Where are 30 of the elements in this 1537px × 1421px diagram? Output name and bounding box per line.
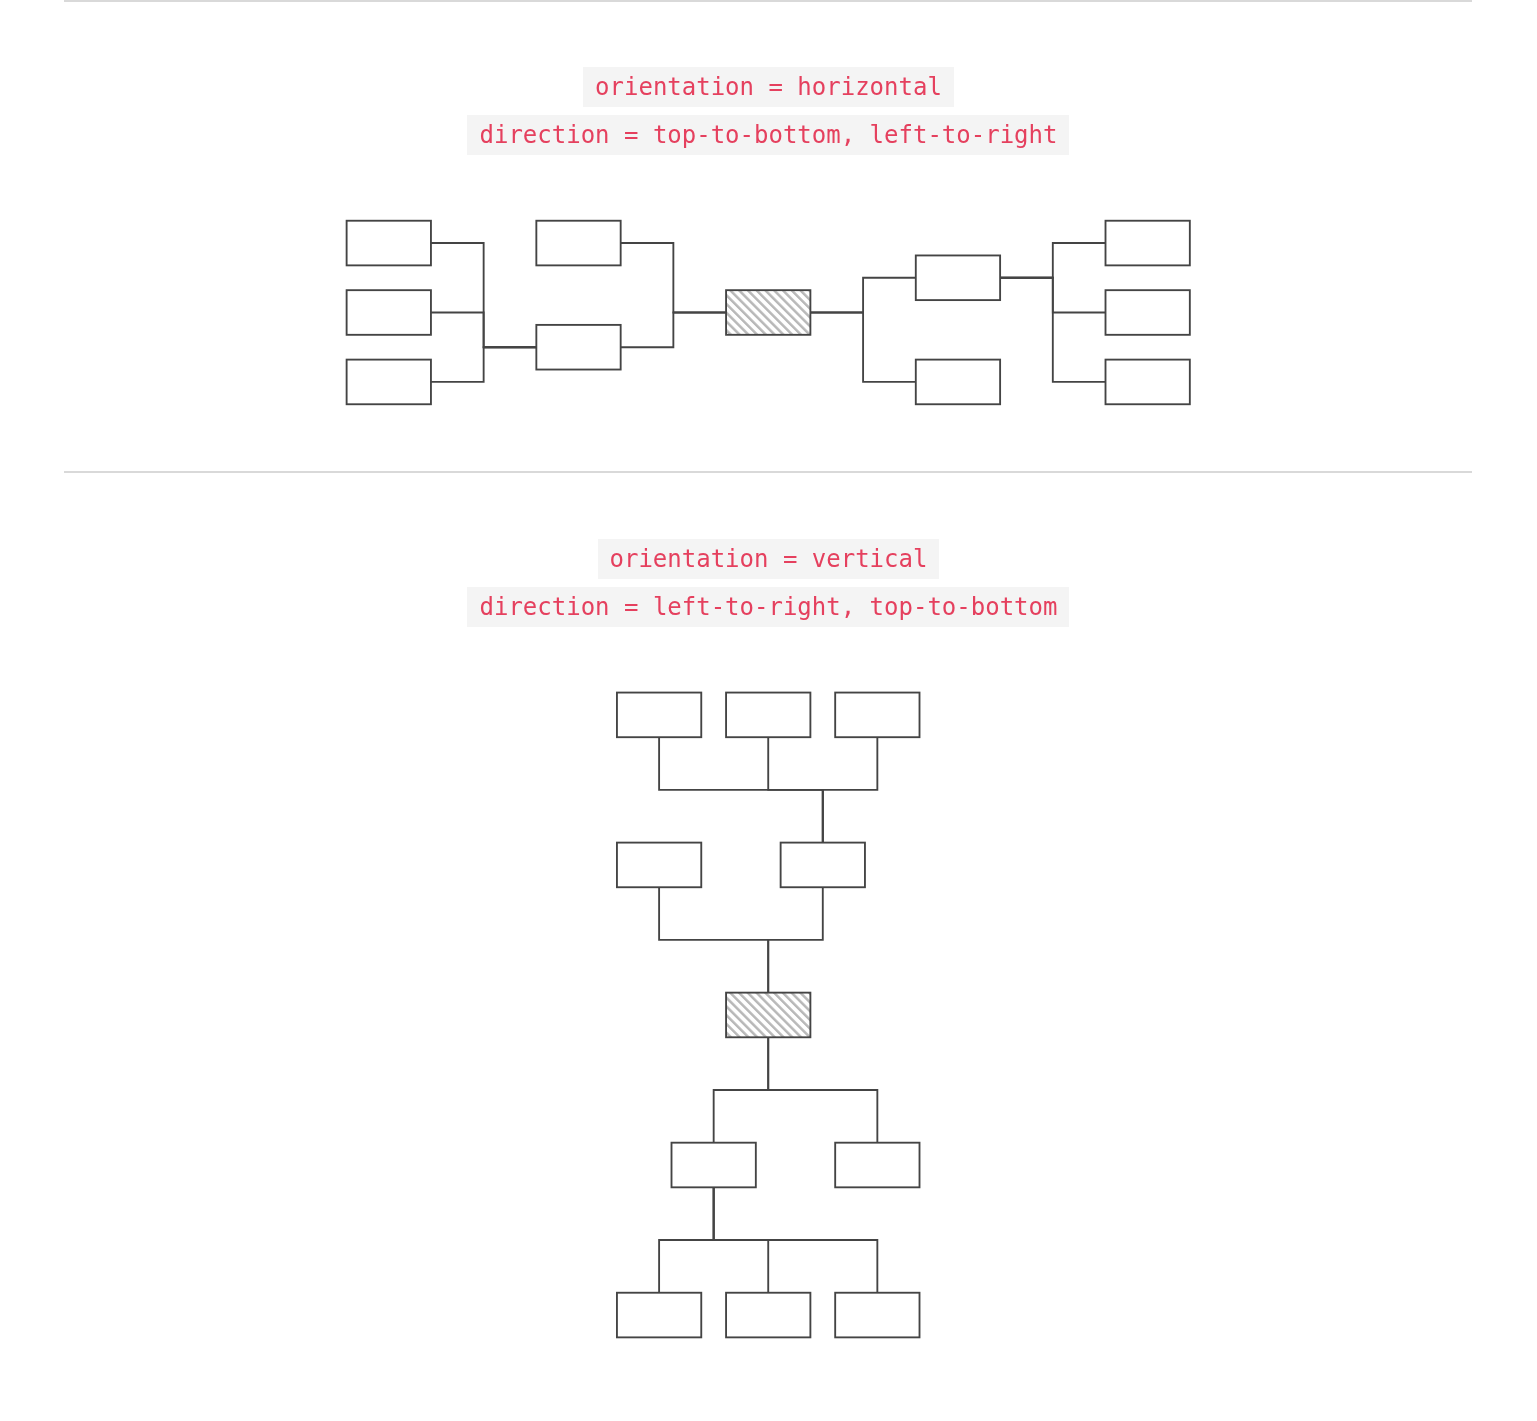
empty-box: [345, 289, 433, 336]
code-label: direction = top-to-bottom, left-to-right: [467, 114, 1070, 155]
empty-box: [616, 841, 703, 889]
empty-box: [1104, 358, 1192, 406]
empty-box: [1104, 219, 1192, 267]
code-label: orientation = horizontal: [583, 66, 954, 107]
empty-box: [616, 1291, 703, 1339]
empty-box: [915, 254, 1002, 301]
empty-box: [616, 691, 703, 739]
empty-box: [834, 1141, 921, 1189]
empty-box: [834, 691, 921, 739]
empty-box: [834, 1291, 921, 1339]
hatched-box: [725, 991, 812, 1039]
empty-box: [725, 691, 812, 739]
connector-line: [822, 736, 879, 844]
empty-box: [915, 358, 1002, 406]
empty-box: [1104, 289, 1192, 336]
connector-line: [767, 1036, 879, 1144]
hatched-box: [725, 289, 812, 336]
connector-line: [767, 886, 824, 994]
code-label: orientation = vertical: [597, 538, 940, 579]
empty-box: [725, 1291, 812, 1339]
empty-box: [670, 1141, 757, 1189]
empty-box: [535, 219, 622, 267]
empty-box: [779, 841, 867, 889]
connector-line: [713, 1186, 879, 1294]
empty-box: [345, 219, 433, 267]
code-label: direction = left-to-right, top-to-bottom: [467, 586, 1070, 627]
empty-box: [345, 358, 433, 406]
empty-box: [535, 323, 622, 371]
